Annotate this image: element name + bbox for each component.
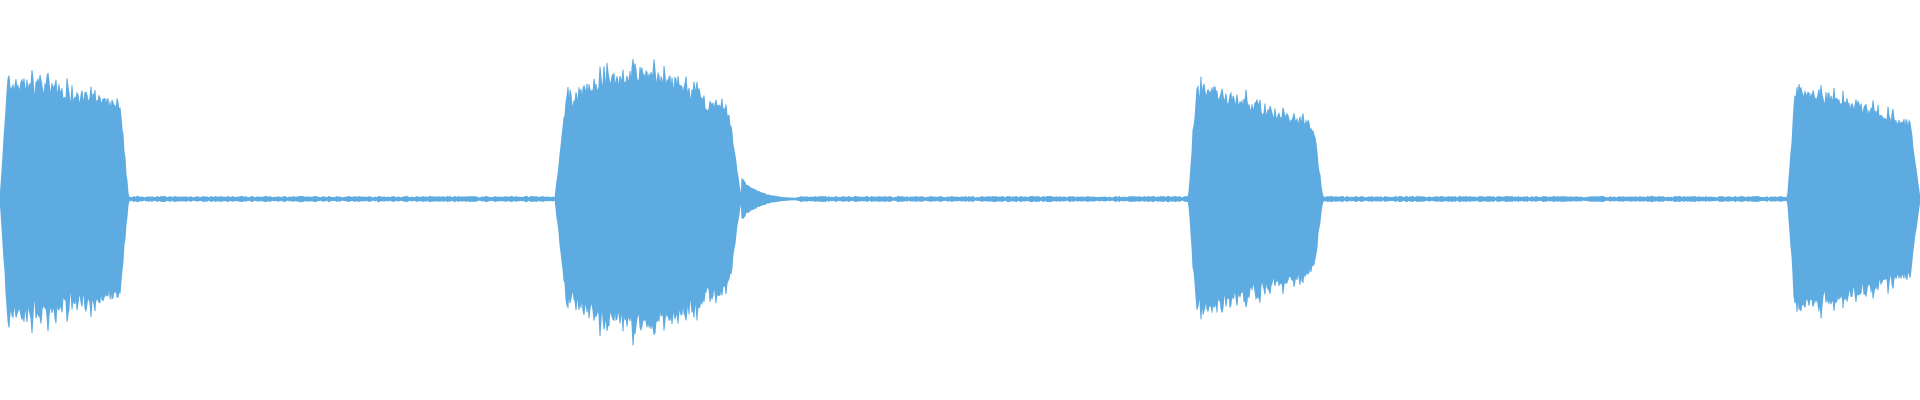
waveform-path xyxy=(0,58,1920,346)
